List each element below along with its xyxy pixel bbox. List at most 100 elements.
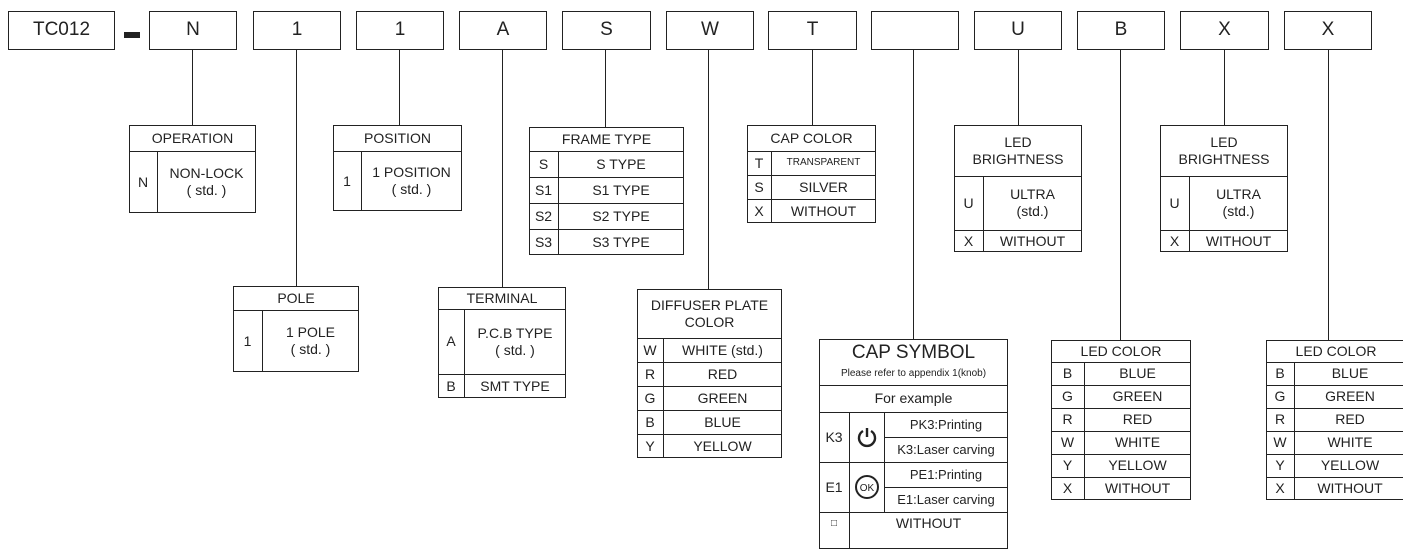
diffuser-row-code: R [644,365,656,382]
code-segment-box-4 [459,11,547,50]
cap_color-row-desc: TRANSPARENT [786,157,861,168]
led_brightness_2-title: LED BRIGHTNESS [1178,133,1270,167]
terminal-col-divider [464,309,465,398]
cap_symbol-line [819,462,1008,463]
code-segment-box-9 [974,11,1062,50]
frame_type-table [529,127,684,255]
diffuser-col-divider [663,338,664,458]
cap_symbol-note: Please refer to appendix 1(knob) [840,368,987,379]
led_color_2-row-desc: YELLOW [1320,457,1380,474]
position-row-line [333,151,462,152]
led_brightness_2-row-code: U [1169,194,1180,211]
led_color_1-row-desc: RED [1122,411,1153,428]
led_color_1-row-code: Y [1062,457,1073,474]
cap_color-connector [812,50,813,125]
led_color_2-row-desc: WHITE [1327,434,1373,451]
frame_type-title: FRAME TYPE [561,130,652,147]
svg-text:OK: OK [859,483,874,494]
led_color_1-row-desc: WHITE [1114,434,1161,451]
operation-row-desc: NON-LOCK ( std. ) [169,165,244,198]
led_brightness_1-row-desc: ULTRA (std.) [1010,186,1055,219]
cap_color-col-divider [771,151,772,223]
led_brightness_1-row-code: X [963,232,974,249]
led_color_1-row-line [1051,362,1191,363]
cap_symbol-title: CAP SYMBOL [851,341,976,363]
led_color_2-row-code: Y [1275,457,1285,474]
terminal-row-desc: P.C.B TYPE ( std. ) [477,324,553,358]
cap_symbol-line [819,412,1008,413]
led_color_1-row-code: R [1062,411,1073,428]
cap_symbol-row-line: K3:Laser carving [897,441,995,457]
frame_type-row-desc: S2 TYPE [592,207,650,224]
led_brightness_1-row-code: U [963,194,974,211]
code-segment-label-8 [871,11,959,50]
led_color_1-row-line [1051,385,1191,386]
led_color_1-table [1051,340,1191,500]
code-segment-label-12: X [1321,19,1335,41]
code-segment-label-11: X [1218,19,1231,41]
cap_symbol-table [819,339,1008,549]
terminal-row-desc: SMT TYPE [480,377,550,394]
cap_color-title: CAP COLOR [770,129,853,146]
led_brightness_2-row-desc: ULTRA (std.) [1216,186,1261,219]
frame_type-row-line [529,151,684,152]
led_color_2-row-code: R [1274,411,1286,428]
operation-table [129,125,256,213]
led_brightness_2-col-divider [1189,176,1190,252]
led_color_2-row-desc: WITHOUT [1317,480,1383,497]
code-segment-box-5 [562,11,651,50]
cap_color-row-desc: WITHOUT [790,202,857,219]
ok-icon: OK [849,462,884,512]
operation-row-code: N [137,173,149,190]
cap_symbol-connector [913,50,914,339]
led_color_2-row-desc: GREEN [1325,388,1375,405]
pole-row-line [233,310,359,311]
led_color_2-row-line [1266,385,1403,386]
cap_symbol-inner-line [884,487,1008,488]
terminal-title: TERMINAL [466,289,538,306]
led_color_2-row-desc: BLUE [1331,365,1369,382]
led_brightness_2-row-code: X [1169,232,1180,249]
position-connector [399,50,400,125]
frame_type-row-code: S3 [534,233,553,250]
led_brightness_1-col-divider [983,176,984,252]
code-segment-label-6: W [701,19,719,41]
led_brightness_1-row-line [954,176,1082,177]
led_color_1-title: LED COLOR [1080,342,1162,359]
terminal-row-code: B [446,377,456,394]
cap_symbol-row-line: PE1:Printing [909,466,983,482]
cap_symbol-row-line: E1:Laser carving [897,491,995,507]
operation-col-divider [157,151,158,213]
led_color_1-row-desc: GREEN [1112,388,1163,405]
code-segment-label-5: S [600,19,613,41]
diffuser-row-desc: GREEN [697,389,748,406]
led_color_1-row-desc: WITHOUT [1104,480,1171,497]
pole-col-divider [262,310,263,372]
cap_symbol-col-divider [849,412,850,549]
led_color_2-row-line [1266,477,1403,478]
frame_type-row-line [529,177,684,178]
frame_type-row-desc: S1 TYPE [592,181,650,198]
code-segment-label-1: N [186,19,200,41]
terminal-row-line [438,309,566,310]
led_color_2-row-line [1266,408,1403,409]
code-segment-box-2 [253,11,341,50]
led_brightness_2-connector [1224,50,1225,125]
led_color_2-row-code: W [1273,434,1287,451]
code-segment-box-11 [1180,11,1269,50]
diffuser-row-desc: BLUE [704,413,741,430]
diffuser-title: DIFFUSER PLATE COLOR [650,296,769,330]
code-segment-box-1 [149,11,237,50]
led_color_1-row-line [1051,431,1191,432]
terminal-connector [502,50,503,287]
diffuser-row-desc: YELLOW [693,437,752,454]
led_color_2-row-code: G [1274,388,1286,405]
led_color_1-row-line [1051,408,1191,409]
led_color_1-row-code: G [1062,388,1073,405]
cap_color-row-code: T [754,154,764,171]
diffuser-row-code: B [645,413,655,430]
power-icon [849,412,884,462]
diffuser-row-line [637,338,782,339]
code-segment-box-12 [1284,11,1372,50]
pole-row-desc: 1 POLE ( std. ) [285,324,336,357]
